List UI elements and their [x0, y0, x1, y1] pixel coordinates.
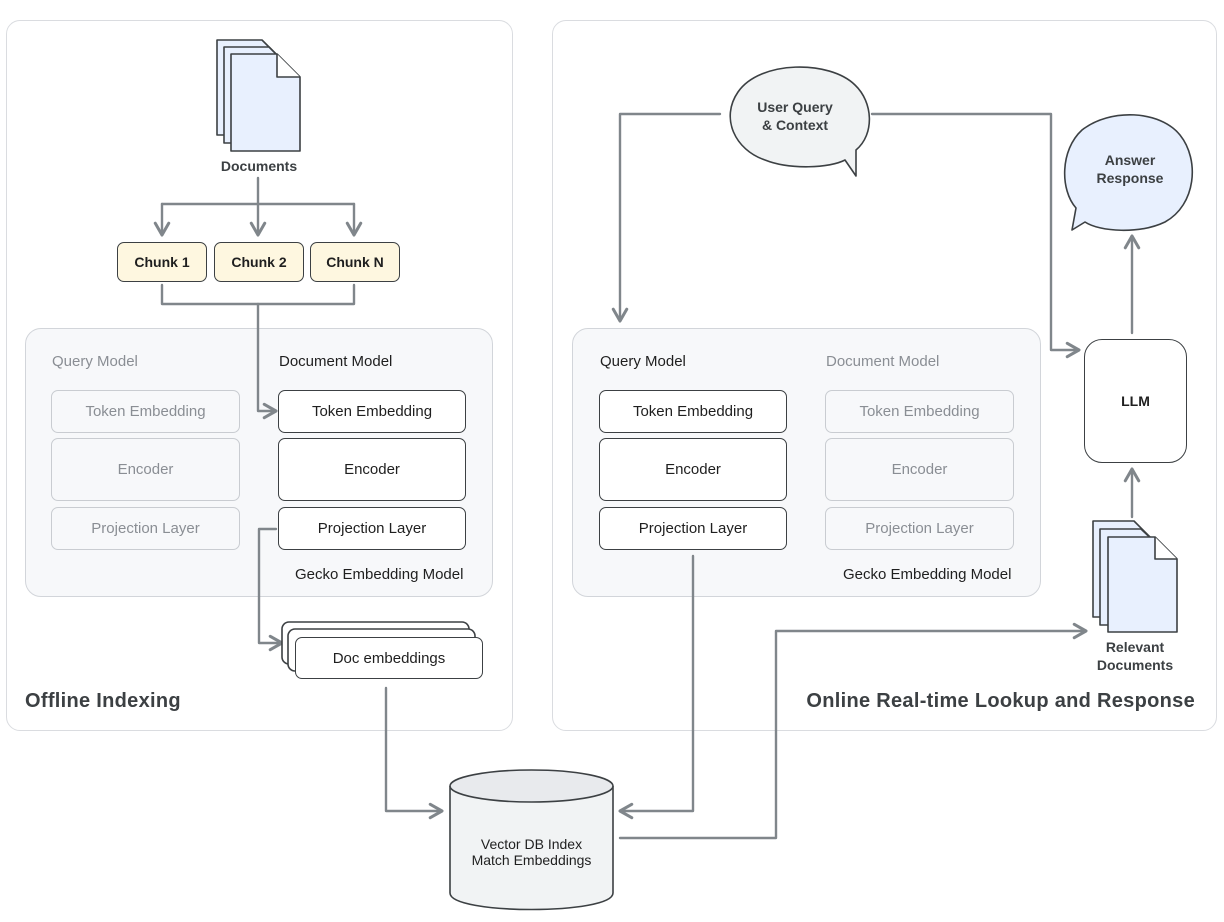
offline-gecko-label: Gecko Embedding Model	[295, 566, 464, 583]
online-query-model-label: Query Model	[600, 353, 686, 370]
online-doc-token-embedding: Token Embedding	[825, 390, 1014, 433]
offline-doc-encoder: Encoder	[278, 438, 466, 501]
online-query-token-embedding: Token Embedding	[599, 390, 787, 433]
offline-query-token-embedding: Token Embedding	[51, 390, 240, 433]
online-query-encoder: Encoder	[599, 438, 787, 501]
user-query-bubble	[729, 66, 871, 177]
vectordb-to-relevant-docs-arrow	[618, 622, 1088, 840]
online-query-projection-layer: Projection Layer	[599, 507, 787, 550]
offline-document-model-label: Document Model	[279, 353, 393, 370]
answer-response-bubble	[1063, 113, 1193, 232]
projection-to-doc-embeddings-arrow	[257, 527, 284, 652]
online-doc-encoder: Encoder	[825, 438, 1014, 501]
online-doc-projection-layer: Projection Layer	[825, 507, 1014, 550]
answer-response-label: Answer Response	[1096, 152, 1164, 186]
documents-stack-icon	[216, 39, 301, 152]
documents-label: Documents	[220, 158, 298, 174]
doc-embeddings-to-vectordb-arrow	[384, 686, 444, 820]
offline-indexing-title: Offline Indexing	[25, 690, 181, 712]
online-gecko-label: Gecko Embedding Model	[843, 566, 1012, 583]
offline-doc-projection-layer: Projection Layer	[278, 507, 466, 550]
user-query-to-query-model-arrow	[611, 112, 722, 323]
offline-query-model-label: Query Model	[52, 353, 138, 370]
doc-embeddings-box: Doc embeddings	[295, 637, 483, 679]
chunks-merge-line	[160, 283, 356, 306]
vector-db-cylinder	[449, 769, 614, 911]
chunk-2: Chunk 2	[214, 242, 304, 282]
user-query-label: User Query & Context	[757, 99, 833, 133]
relevant-documents-label: Relevant Documents	[1096, 639, 1174, 673]
relevant-documents-icon	[1092, 520, 1178, 633]
offline-query-projection-layer: Projection Layer	[51, 507, 240, 550]
chunk-n: Chunk N	[310, 242, 400, 282]
query-projection-to-vectordb-arrow	[618, 554, 695, 820]
chunk-1: Chunk 1	[117, 242, 207, 282]
llm-box: LLM	[1084, 339, 1187, 463]
online-lookup-title: Online Real-time Lookup and Response	[806, 690, 1195, 712]
vector-db-label: Vector DB Index Match Embeddings	[471, 836, 592, 868]
offline-doc-token-embedding: Token Embedding	[278, 390, 466, 433]
online-document-model-label: Document Model	[826, 353, 940, 370]
offline-query-encoder: Encoder	[51, 438, 240, 501]
user-query-to-llm-arrow	[870, 112, 1081, 359]
chunks-to-token-embedding-arrow	[256, 302, 278, 420]
